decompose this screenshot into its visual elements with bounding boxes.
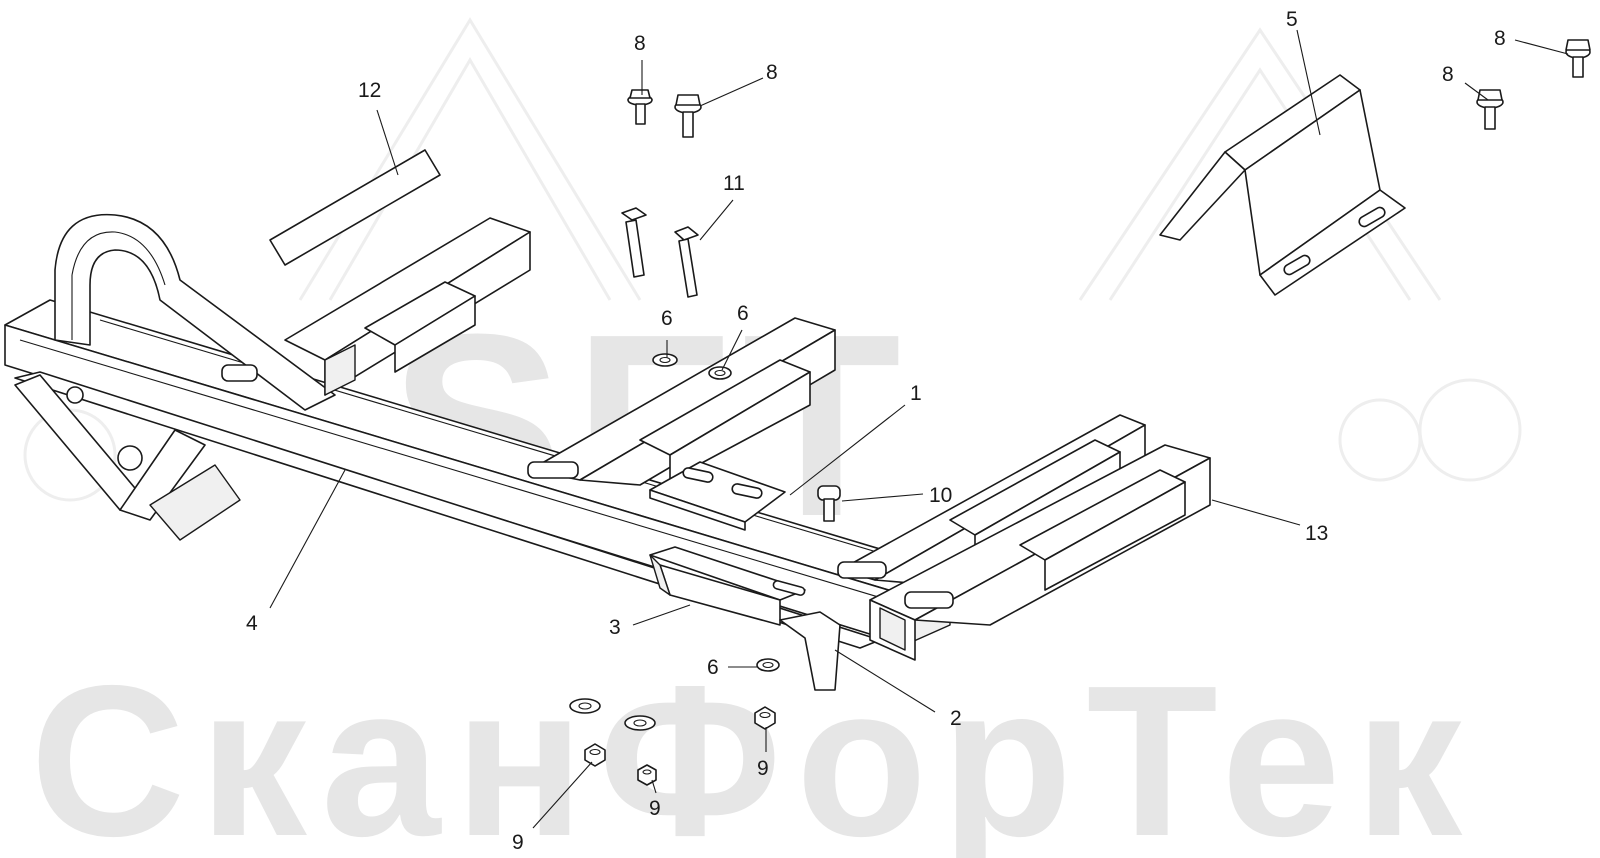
rear-tine-holder <box>221 217 531 396</box>
square-tube-bracket <box>649 546 806 626</box>
hat-bracket <box>1159 74 1406 296</box>
bolt-8-b <box>674 94 702 138</box>
callout-6a: 6 <box>661 307 673 330</box>
washer-6-b <box>708 366 732 380</box>
callout-10: 10 <box>929 484 952 507</box>
decal-label <box>269 149 441 266</box>
callout-1: 1 <box>910 382 922 405</box>
watermark-brand: СканФорТек <box>30 640 1476 858</box>
callout-6b: 6 <box>737 302 749 325</box>
callout-2: 2 <box>950 707 962 730</box>
l-bracket <box>779 611 841 691</box>
leader-lines <box>269 29 1569 829</box>
washers <box>569 353 780 731</box>
callout-9c: 9 <box>757 757 769 780</box>
nut-9-b <box>637 764 657 786</box>
callout-8c: 8 <box>1442 63 1454 86</box>
callout-8d: 8 <box>1494 27 1506 50</box>
mounting-plate <box>649 461 786 531</box>
cap-screw <box>817 485 841 522</box>
callout-9a: 9 <box>512 831 524 854</box>
callout-8b: 8 <box>766 61 778 84</box>
nut-9-c <box>754 706 776 730</box>
washer-6-c <box>756 658 780 672</box>
flange-bolts <box>627 39 1591 138</box>
callout-12: 12 <box>358 79 381 102</box>
bolt-8-c <box>1476 89 1504 130</box>
callout-11: 11 <box>723 172 745 195</box>
nuts <box>584 706 776 786</box>
callout-labels: 1 2 3 4 5 6 6 6 8 8 8 8 9 9 9 10 11 12 1… <box>246 8 1506 854</box>
front-tine-holder-lower <box>869 444 1211 661</box>
bolt-8-d <box>1565 39 1591 78</box>
long-bolts <box>621 207 699 298</box>
bolt-8-a <box>627 89 653 125</box>
left-bracket <box>14 374 241 541</box>
flat-washer-a <box>569 698 601 714</box>
callout-13: 13 <box>1305 522 1328 545</box>
callout-6c: 6 <box>707 656 719 679</box>
callout-4: 4 <box>246 612 258 635</box>
callout-9b: 9 <box>649 797 661 820</box>
watermark-house-outline <box>23 17 1522 502</box>
middle-tine-holder <box>527 317 836 486</box>
callout-8a: 8 <box>634 32 646 55</box>
flat-washer-b <box>624 715 656 731</box>
callout-3: 3 <box>609 616 621 639</box>
hitch-handle <box>54 213 336 411</box>
nut-9-a <box>584 743 606 767</box>
callout-5: 5 <box>1286 8 1298 31</box>
washer-6-a <box>652 353 678 367</box>
